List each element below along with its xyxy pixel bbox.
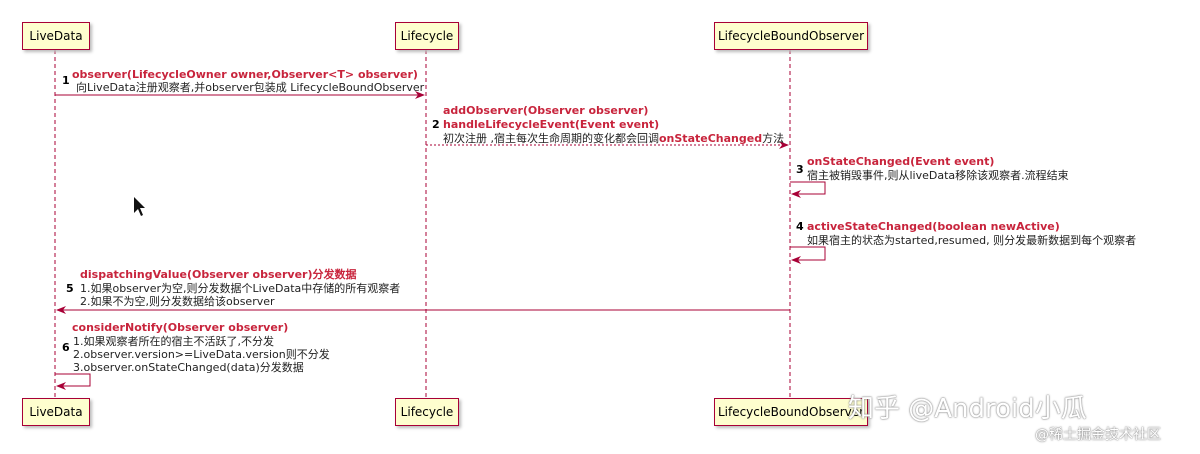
message-desc: 2.如果不为空,则分发数据给该observer	[80, 295, 275, 308]
message-number: 4	[796, 220, 804, 233]
arrow-6	[55, 373, 91, 390]
message-desc: 2.observer.version>=LiveData.version则不分发	[73, 348, 330, 361]
message-desc: 初次注册 ,宿主每次生命周期的变化都会回调onStateChanged方法	[443, 132, 784, 145]
message-number: 6	[62, 341, 70, 354]
message-method: activeStateChanged(boolean newActive)	[807, 220, 1060, 233]
participant-lifecycle-bottom: Lifecycle	[395, 398, 459, 426]
participant-livedata-top: LiveData	[22, 22, 90, 50]
watermark-juejin: @稀土掘金技术社区	[1035, 427, 1161, 443]
message-method: handleLifecycleEvent(Event event)	[443, 118, 660, 131]
message-desc: 宿主被销毁事件,则从liveData移除该观察者.流程结束	[807, 169, 1069, 182]
message-desc: 如果宿主的状态为started,resumed, 则分发最新数据到每个观察者	[807, 234, 1137, 247]
message-desc: 1.如果观察者所在的宿主不活跃了,不分发	[73, 335, 274, 348]
message-method: considerNotify(Observer observer)	[72, 321, 289, 334]
participant-livedata-bottom: LiveData	[22, 398, 90, 426]
participant-observer-bottom: LifecycleBoundObserver	[714, 398, 868, 426]
desc-method: onStateChanged	[659, 132, 763, 145]
message-number: 2	[432, 118, 440, 131]
desc-text: 初次注册 ,宿主每次生命周期的变化都会回调	[443, 132, 659, 145]
message-method: dispatchingValue(Observer observer)分发数据	[80, 268, 357, 281]
message-number: 5	[66, 282, 74, 295]
message-method: addObserver(Observer observer)	[443, 104, 649, 117]
message-method: onStateChanged(Event event)	[807, 155, 995, 168]
arrow-4	[790, 246, 826, 264]
arrow-3	[790, 181, 826, 198]
desc-text: 方法	[762, 132, 785, 145]
message-desc: 3.observer.onStateChanged(data)分发数据	[73, 361, 304, 374]
message-desc: 1.如果observer为空,则分发数据个LiveData中存储的所有观察者	[80, 282, 401, 295]
message-number: 1	[62, 74, 70, 87]
message-desc: 向LiveData注册观察者,并observer包装成 LifecycleBou…	[76, 81, 425, 94]
participant-lifecycle-top: Lifecycle	[395, 22, 459, 50]
message-method: observer(LifecycleOwner owner,Observer<T…	[72, 68, 418, 81]
message-number: 3	[796, 163, 804, 176]
participant-observer-top: LifecycleBoundObserver	[714, 22, 868, 50]
watermark-zhihu: 知乎 @Android小瓜	[848, 394, 1087, 424]
mouse-cursor-icon	[134, 197, 145, 216]
